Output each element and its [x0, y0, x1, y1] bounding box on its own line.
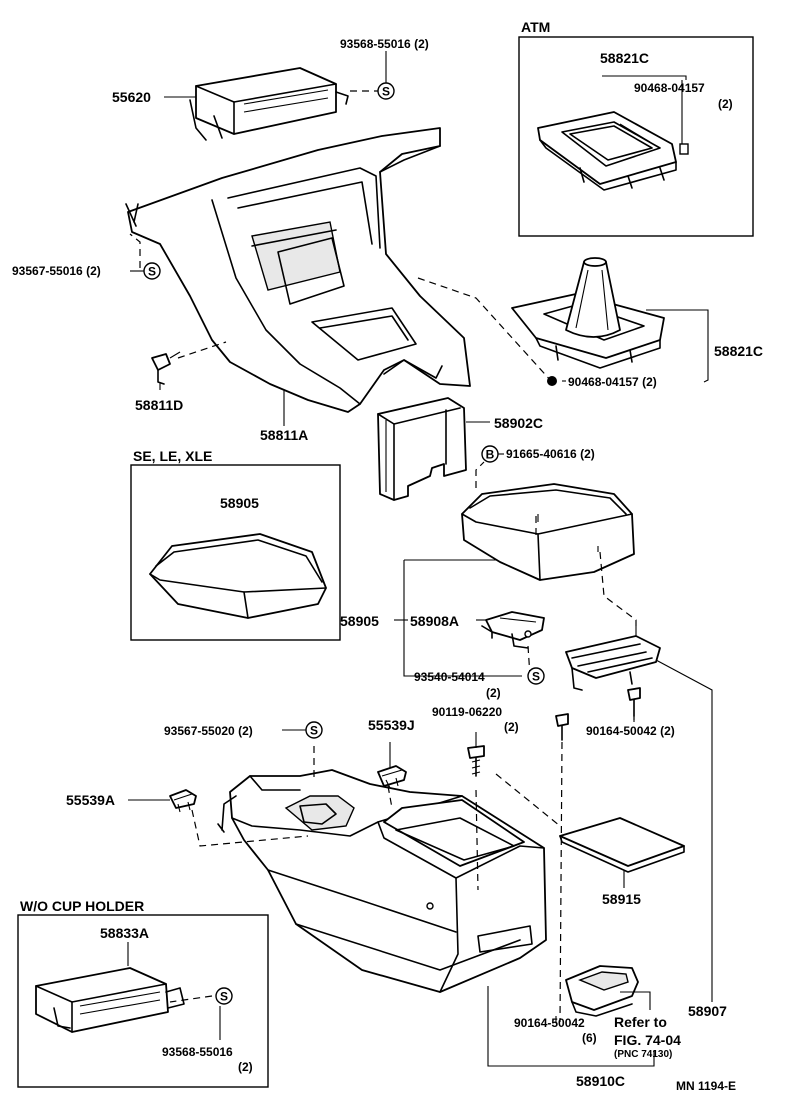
label-58908A: 58908A [410, 613, 459, 629]
label-58915: 58915 [602, 891, 641, 907]
label-93568-55016-box-qty: (2) [238, 1060, 253, 1074]
svg-text:S: S [148, 265, 156, 279]
leader-lines [127, 51, 713, 1067]
label-55539A: 55539A [66, 792, 115, 808]
symbol-s-93540: S [527, 667, 545, 685]
part-58821C-atm-drawing [537, 80, 689, 191]
label-93540: 93540-54014 [414, 670, 485, 684]
trim-box [130, 464, 341, 641]
atm-box [518, 36, 754, 237]
part-58833A-drawing [35, 967, 185, 1033]
svg-text:B: B [486, 448, 495, 462]
refer-fig-text: FIG. 74-04 [614, 1032, 681, 1048]
label-93567-55020: 93567-55020 (2) [164, 724, 253, 738]
part-58902C-drawing [377, 397, 467, 501]
part-tray-74130-drawing [565, 965, 639, 1017]
part-58908A-drawing [481, 611, 545, 649]
part-58910C-drawing [217, 769, 547, 993]
screw-90119-drawing [467, 745, 485, 777]
label-58821C: 58821C [714, 343, 763, 359]
svg-text:S: S [310, 724, 318, 738]
label-58910C: 58910C [576, 1073, 625, 1089]
clip-55539A-drawing [169, 789, 197, 813]
wo-cup-holder-box-title: W/O CUP HOLDER [20, 898, 144, 914]
label-58833A: 58833A [100, 925, 149, 941]
label-55539J: 55539J [368, 717, 415, 733]
svg-text:S: S [382, 85, 390, 99]
label-58811A: 58811A [260, 427, 308, 443]
symbol-s-top: S [377, 82, 395, 100]
label-90164-top: 90164-50042 (2) [586, 724, 675, 738]
label-93568-55016-box: 93568-55016 [162, 1045, 233, 1059]
svg-text:S: S [532, 670, 540, 684]
label-90468-atm: 90468-04157 [634, 81, 705, 95]
symbol-s-93567-55020: S [305, 721, 323, 739]
label-58902C: 58902C [494, 415, 543, 431]
symbol-s-left: S [143, 262, 161, 280]
label-90119-qty: (2) [504, 720, 519, 734]
part-58915-drawing [559, 817, 685, 873]
clip-55539J-drawing [377, 765, 407, 789]
label-58811D: 58811D [135, 397, 183, 413]
refer-to-text: Refer to [614, 1014, 667, 1030]
part-55620-drawing [189, 67, 349, 141]
label-55620: 55620 [112, 89, 151, 105]
label-58907: 58907 [688, 1003, 727, 1019]
part-58821C-manual-drawing [511, 257, 665, 369]
clip-58811D-drawing [151, 351, 181, 385]
refer-pnc-text: (PNC 74130) [614, 1049, 672, 1060]
label-58905-box: 58905 [220, 495, 259, 511]
label-93567-55016: 93567-55016 (2) [12, 264, 101, 278]
label-90164-bottom: 90164-50042 [514, 1016, 585, 1030]
part-58905-drawing [461, 483, 635, 581]
part-58905-box-drawing [149, 533, 327, 619]
screw-90164-left-drawing [555, 713, 569, 741]
label-93568-55016-top: 93568-55016 (2) [340, 37, 429, 51]
symbol-b-91665: B [481, 445, 499, 463]
label-58905: 58905 [340, 613, 379, 629]
wo-cup-holder-box [17, 914, 269, 1088]
symbol-s-box: S [215, 987, 233, 1005]
label-93540-qty: (2) [486, 686, 501, 700]
svg-text:S: S [220, 990, 228, 1004]
label-91665: 91665-40616 (2) [506, 447, 595, 461]
atm-box-title: ATM [521, 19, 550, 35]
diagram-code: MN 1194-E [676, 1079, 736, 1093]
trim-box-title: SE, LE, XLE [133, 448, 212, 464]
label-90468: 90468-04157 (2) [568, 375, 657, 389]
label-90164-bottom-qty: (6) [582, 1031, 597, 1045]
label-90468-atm-qty: (2) [718, 97, 733, 111]
part-58811A-drawing [125, 127, 471, 413]
part-58907-drawing [565, 626, 661, 691]
label-90119: 90119-06220 [432, 705, 502, 719]
label-58821C-atm: 58821C [600, 50, 649, 66]
